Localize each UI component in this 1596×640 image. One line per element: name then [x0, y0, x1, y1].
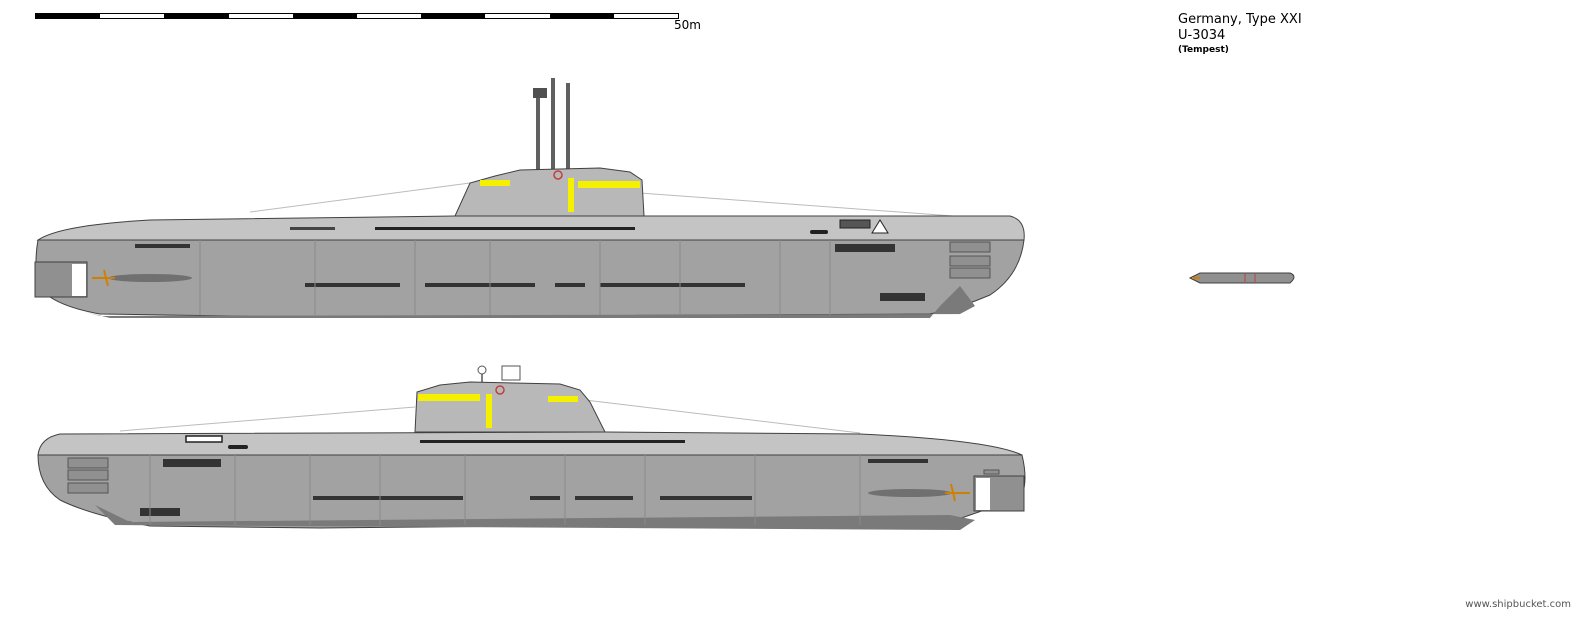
limber-holes: [530, 496, 560, 500]
scale-segment: [421, 14, 486, 18]
torpedo-in-tube: [108, 274, 192, 282]
tower-marking: [548, 396, 578, 402]
scale-segment: [357, 14, 422, 18]
torpedo-icon: [1188, 272, 1295, 284]
limber-holes: [555, 283, 585, 287]
tower-marking: [578, 181, 640, 188]
stern-gap: [72, 264, 86, 296]
vent-grille: [135, 244, 190, 248]
scale-segment: [613, 14, 679, 18]
title-nation-class: Germany, Type XXI: [1178, 12, 1302, 27]
scale-segment: [485, 14, 550, 18]
dish-antenna: [477, 365, 487, 375]
title-hull-number: U-3034: [1178, 28, 1226, 43]
radar-array: [501, 365, 521, 381]
scale-bar: [35, 13, 679, 19]
stern-gap: [976, 478, 990, 510]
scale-segment: [228, 14, 293, 18]
keel: [85, 286, 975, 318]
title-name: (Tempest): [1178, 45, 1229, 55]
limber-holes: [313, 496, 463, 500]
submarine-side-profile-mirrored: [37, 365, 1026, 530]
limber-holes: [305, 283, 400, 287]
snorkel-mast: [551, 78, 555, 170]
scale-segment: [36, 14, 101, 18]
vent-grille: [163, 459, 221, 467]
tower-marking: [568, 178, 574, 212]
periscope-mast: [536, 95, 540, 170]
scale-label: 50m: [674, 18, 701, 32]
vent-grille: [868, 459, 928, 463]
title-block: Germany, Type XXI U-3034 (Tempest): [1178, 12, 1302, 57]
deck-hatch-row: [375, 227, 635, 230]
credit-text: www.shipbucket.com: [1465, 599, 1571, 610]
tower-marking: [486, 394, 492, 428]
limber-holes: [575, 496, 633, 500]
tower-marking: [480, 180, 510, 186]
tower-marking: [418, 394, 480, 401]
upper-casing: [37, 431, 1023, 456]
submarine-side-profile: [34, 78, 1025, 318]
conning-tower: [414, 381, 606, 433]
vent-grille: [140, 508, 180, 516]
vent-grille: [880, 293, 925, 301]
scale-segment: [100, 14, 165, 18]
limber-holes: [660, 496, 752, 500]
torpedo-in-tube: [868, 489, 952, 497]
vent-grille: [835, 244, 895, 252]
scale-segment: [292, 14, 358, 18]
periscope-mast-2: [566, 83, 570, 170]
limber-holes: [600, 283, 745, 287]
conning-tower: [454, 167, 645, 217]
scale-segment: [164, 14, 229, 18]
limber-holes: [425, 283, 535, 287]
mast-head: [533, 88, 547, 98]
scale-segment: [549, 14, 614, 18]
deck-hatch-row: [420, 440, 685, 443]
tower-light: [495, 385, 505, 395]
tower-light: [553, 170, 563, 180]
